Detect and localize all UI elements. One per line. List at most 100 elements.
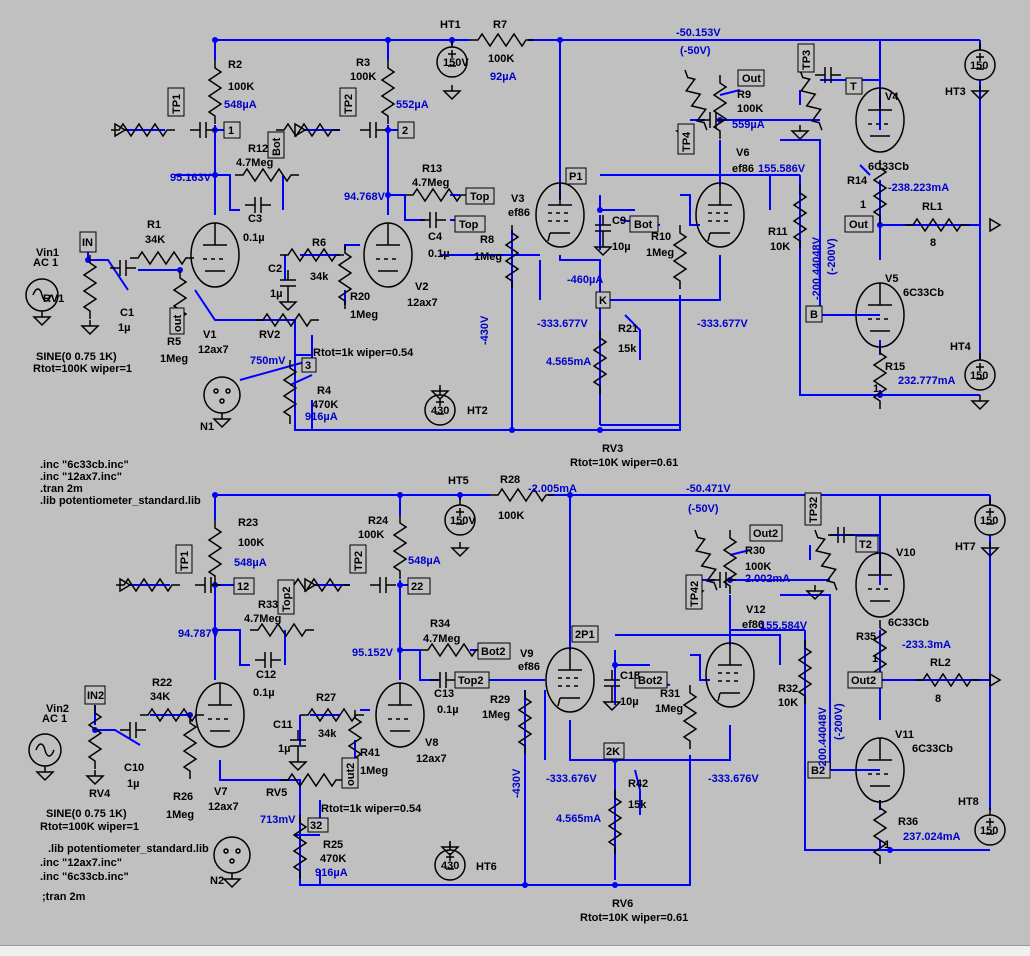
svg-text:.inc "6c33cb.inc": .inc "6c33cb.inc" (40, 871, 129, 883)
svg-text:-430V: -430V (479, 315, 491, 345)
tube-v9 (545, 647, 595, 713)
svg-text:6C33Cb: 6C33Cb (903, 287, 944, 299)
svg-text:ef86: ef86 (508, 207, 530, 219)
svg-text:R3: R3 (356, 57, 370, 69)
ground-icon (289, 755, 307, 771)
svg-text:12ax7: 12ax7 (198, 344, 229, 356)
svg-text:-50.471V: -50.471V (686, 483, 731, 495)
svg-text:34K: 34K (145, 234, 165, 246)
svg-text:-460µA: -460µA (567, 274, 603, 286)
svg-text:R14: R14 (847, 175, 868, 187)
flag-b: B (810, 309, 818, 321)
arrow-icon (119, 577, 1002, 688)
resistor-r7 (469, 33, 535, 47)
flag-tp32: TP32 (808, 497, 820, 523)
svg-text:150: 150 (980, 515, 998, 527)
flag-out-load: Out (849, 219, 868, 231)
svg-text:150: 150 (970, 60, 988, 72)
flag-2k: 2K (606, 746, 620, 758)
svg-text:C2: C2 (268, 263, 282, 275)
svg-text:100K: 100K (238, 537, 264, 549)
svg-text:R4: R4 (317, 385, 332, 397)
svg-text:.inc "12ax7.inc": .inc "12ax7.inc" (40, 471, 122, 483)
svg-text:94.787V: 94.787V (178, 628, 220, 640)
source-vin2 (28, 733, 62, 767)
svg-text:R25: R25 (323, 839, 343, 851)
svg-text:Rtot=10K wiper=0.61: Rtot=10K wiper=0.61 (580, 912, 688, 924)
svg-text:HT3: HT3 (945, 86, 966, 98)
bottom-labels: IN2 TP1 12 TP2 22 Top2 Bot2 Top2 Bot2 2P… (40, 474, 998, 924)
resistor-r10 (673, 224, 687, 290)
svg-text:HT4: HT4 (950, 341, 972, 353)
svg-text:1µ: 1µ (270, 288, 282, 300)
svg-text:C18: C18 (620, 670, 640, 682)
svg-text:V9: V9 (520, 648, 533, 660)
flag-in2: IN2 (87, 690, 104, 702)
svg-text:470K: 470K (320, 853, 346, 865)
top-nodes (85, 37, 883, 433)
svg-text:R6: R6 (312, 237, 326, 249)
svg-text:AC 1: AC 1 (33, 257, 58, 269)
flag-2p1: 2P1 (575, 629, 595, 641)
capacitor-tp2b (369, 576, 397, 594)
svg-text:150V: 150V (443, 57, 469, 69)
resistor-r1 (129, 251, 195, 265)
svg-text:1Meg: 1Meg (646, 247, 674, 259)
svg-text:R23: R23 (238, 517, 258, 529)
svg-text:.lib potentiometer_standard.li: .lib potentiometer_standard.lib (48, 843, 209, 855)
flag-tp42: TP42 (689, 581, 701, 607)
capacitor-c13 (429, 671, 457, 689)
svg-text:-50.153V: -50.153V (676, 27, 721, 39)
svg-text:V8: V8 (425, 737, 438, 749)
svg-text:.inc "6c33cb.inc": .inc "6c33cb.inc" (40, 459, 129, 471)
svg-text:V7: V7 (214, 786, 227, 798)
svg-text:1µ: 1µ (127, 778, 139, 790)
svg-text:R42: R42 (628, 778, 648, 790)
svg-text:R13: R13 (422, 163, 442, 175)
svg-text:12ax7: 12ax7 (407, 297, 438, 309)
svg-text:100K: 100K (350, 71, 376, 83)
svg-text:R24: R24 (368, 515, 389, 527)
flag-2: 2 (402, 125, 408, 137)
tube-v12 (705, 642, 755, 708)
svg-text:4.7Meg: 4.7Meg (244, 613, 281, 625)
resistor-tp1b (115, 578, 181, 592)
svg-text:10µ: 10µ (620, 696, 639, 708)
svg-text:0.1µ: 0.1µ (243, 232, 265, 244)
bottom-wires (94, 494, 991, 886)
svg-text:100K: 100K (745, 561, 771, 573)
svg-text:12ax7: 12ax7 (416, 753, 447, 765)
svg-text:8: 8 (935, 693, 941, 705)
flag-bot-in: Bot (634, 219, 653, 231)
svg-text:92µA: 92µA (490, 71, 517, 83)
capacitor-c4 (419, 211, 447, 229)
svg-text:(-50V): (-50V) (688, 503, 719, 515)
svg-text:C4: C4 (428, 231, 443, 243)
capacitor-tp4 (699, 111, 727, 129)
svg-text:1µ: 1µ (278, 743, 290, 755)
svg-text:RV4: RV4 (89, 788, 111, 800)
svg-text:R35: R35 (856, 631, 876, 643)
svg-text:6C33Cb: 6C33Cb (912, 743, 953, 755)
capacitor-c9 (594, 214, 612, 242)
capacitor-tp42 (709, 571, 737, 589)
flag-in: IN (82, 237, 93, 249)
svg-text:V5: V5 (885, 273, 898, 285)
svg-text:552µA: 552µA (396, 99, 429, 111)
tube-v3 (535, 182, 585, 248)
ground-icon (603, 695, 621, 711)
svg-text:1: 1 (884, 839, 890, 851)
svg-text:(-200V): (-200V) (833, 703, 845, 740)
ground-icon (33, 310, 51, 326)
svg-text:R2: R2 (228, 59, 242, 71)
svg-text:430: 430 (431, 405, 449, 417)
flag-tp2: TP2 (343, 94, 355, 114)
tube-v2 (363, 222, 413, 288)
svg-text:Rtot=1k wiper=0.54: Rtot=1k wiper=0.54 (321, 803, 422, 815)
resistor-r22 (139, 708, 205, 722)
svg-text:V2: V2 (415, 281, 428, 293)
capacitor-c1 (109, 259, 137, 277)
svg-text:C11: C11 (273, 719, 293, 731)
svg-text:150V: 150V (450, 515, 476, 527)
